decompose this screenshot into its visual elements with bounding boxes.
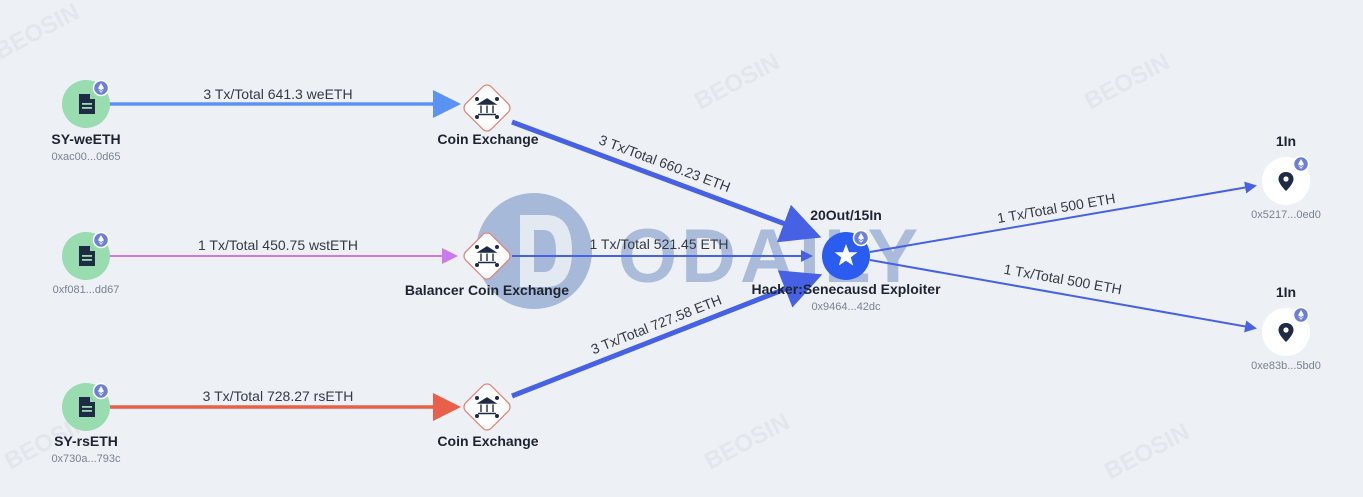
edge-label-rseth: 3 Tx/Total 728.27 rsETH (203, 388, 354, 404)
location-pin-icon (1278, 172, 1294, 191)
bank-icon (475, 244, 500, 268)
document-icon (79, 397, 95, 417)
svg-text:BEOSIN: BEOSIN (0, 0, 84, 65)
node-coin-exchange-2[interactable]: Coin Exchange (437, 382, 539, 449)
edge-label-balancer-hacker: 1 Tx/Total 521.45 ETH (589, 236, 728, 252)
eth-badge-icon (852, 229, 870, 247)
node-title: SY-weETH (51, 131, 120, 147)
star-icon (834, 244, 858, 266)
node-title: Balancer Coin Exchange (405, 282, 569, 298)
edge-label-weeth: 3 Tx/Total 641.3 weETH (203, 86, 352, 102)
svg-text:BEOSIN: BEOSIN (1080, 48, 1174, 115)
location-pin-icon (1278, 323, 1294, 342)
node-destination-1[interactable]: 1In 0x5217...0ed0 (1251, 133, 1321, 221)
edge-labels: 3 Tx/Total 641.3 weETH 1 Tx/Total 450.75… (198, 86, 1123, 404)
bank-icon (475, 396, 500, 419)
eth-badge-icon (1292, 306, 1310, 324)
svg-text:BEOSIN: BEOSIN (1100, 418, 1194, 485)
node-address: 0x730a...793c (51, 453, 121, 465)
eth-badge-icon (92, 231, 110, 249)
eth-badge-icon (1292, 155, 1310, 173)
edge-label-wsteth: 1 Tx/Total 450.75 wstETH (198, 237, 358, 253)
node-sy-rseth[interactable]: SY-rsETH 0x730a...793c (51, 382, 121, 465)
node-address: 0xac00...0d65 (51, 151, 120, 163)
node-sy-wsteth[interactable]: 0xf081...dd67 (53, 231, 120, 296)
node-address: 0xe83b...5bd0 (1251, 360, 1321, 372)
edge-hacker-to-dest1[interactable] (869, 181, 1257, 253)
node-destination-2[interactable]: 1In 0xe83b...5bd0 (1251, 284, 1321, 372)
edge-label-dest2: 1 Tx/Total 500 ETH (1003, 261, 1124, 298)
document-icon (79, 94, 95, 114)
bank-icon (475, 96, 500, 119)
node-title: 1In (1276, 284, 1296, 300)
eth-badge-icon (92, 382, 110, 400)
svg-text:BEOSIN: BEOSIN (690, 48, 784, 115)
node-counts: 20Out/15In (810, 207, 882, 223)
edge-label-ce2-hacker: 3 Tx/Total 727.58 ETH (589, 291, 724, 357)
node-title: 1In (1276, 133, 1296, 149)
edge-coin-exchange2-to-hacker[interactable] (511, 270, 823, 399)
document-icon (79, 246, 95, 266)
node-title: SY-rsETH (54, 433, 118, 449)
node-address: 0x5217...0ed0 (1251, 209, 1321, 221)
edge-hacker-to-dest2[interactable] (869, 259, 1257, 333)
edge-coin-exchange-to-hacker[interactable] (511, 119, 822, 243)
node-hacker-exploiter[interactable]: 20Out/15In Hacker:Senecausd Exploiter 0x… (751, 207, 941, 313)
node-address: 0xf081...dd67 (53, 284, 120, 296)
node-address: 0x9464...42dc (811, 301, 881, 313)
node-sy-weeth[interactable]: SY-weETH 0xac00...0d65 (51, 79, 121, 163)
node-balancer-coin-exchange[interactable]: Balancer Coin Exchange (405, 231, 569, 298)
node-coin-exchange-1[interactable]: Coin Exchange (437, 83, 539, 147)
eth-badge-icon (92, 79, 110, 97)
node-title: Hacker:Senecausd Exploiter (751, 281, 941, 297)
svg-text:BEOSIN: BEOSIN (700, 408, 794, 475)
node-title: Coin Exchange (437, 131, 538, 147)
edges (110, 90, 1257, 421)
node-title: Coin Exchange (437, 433, 538, 449)
odaily-logo-mark (520, 215, 572, 287)
